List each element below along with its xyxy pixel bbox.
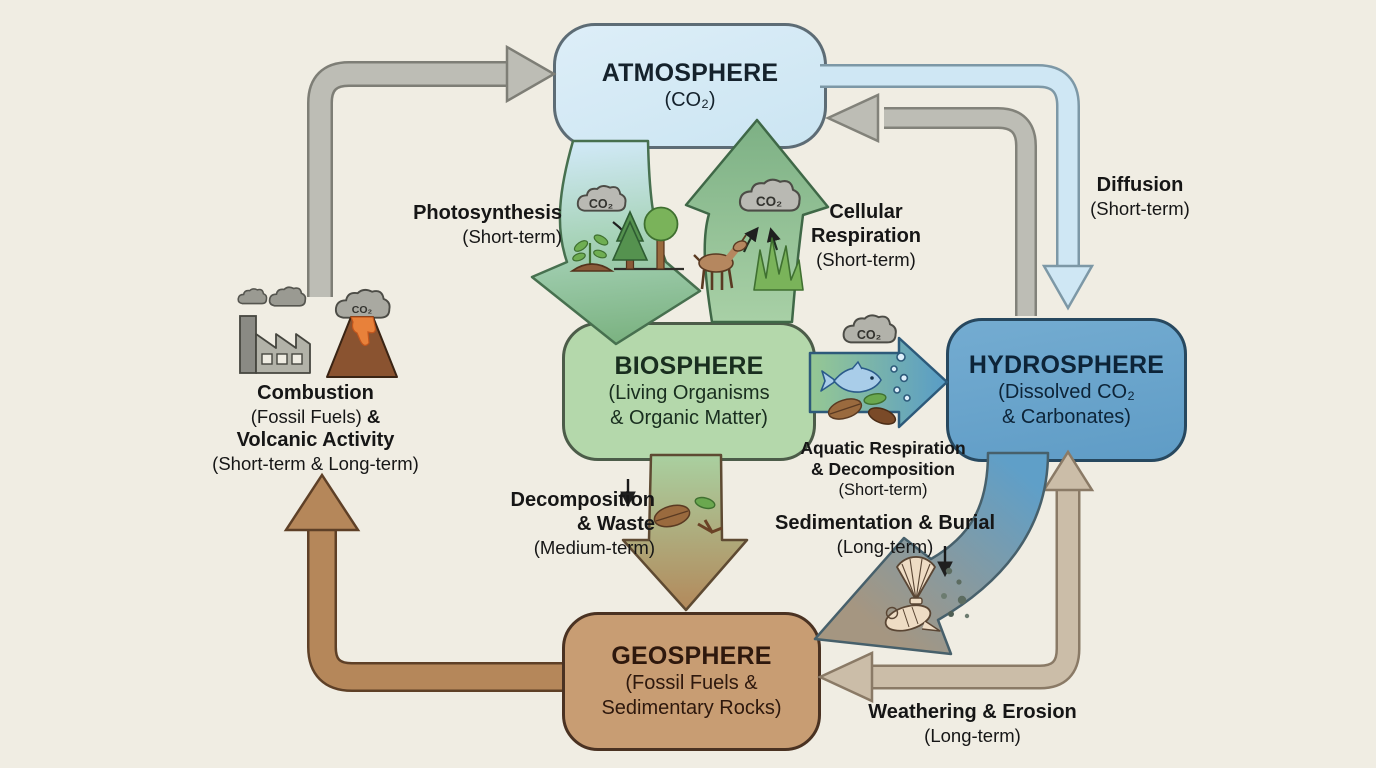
photosynthesis-co2-text: CO₂ [589,197,613,211]
seedling-icon [569,234,615,272]
sinking-leaves-icon [827,393,897,425]
geosphere-subtitle-line1: (Fossil Fuels & [625,672,758,694]
decomposition-leaves-icon [620,479,723,534]
animal-icon [693,234,748,290]
cellular-respiration-label: Cellular Respiration (Short-term) [810,201,922,270]
geosphere-to-combustion-arrow [283,472,562,692]
sediment-dots-icon [941,567,970,619]
atmosphere-title: ATMOSPHERE [601,59,779,87]
shells-icon [884,546,953,632]
combustion-volcanic-label: Combustion (Fossil Fuels) & Volcanic Act… [212,382,419,474]
hydrosphere-subtitle-line2: & Carbonates) [1002,405,1131,428]
respiration-co2-text: CO₂ [756,194,782,209]
aquatic-respiration-label: Aquatic Respiration & Decomposition (Sho… [800,438,966,499]
volcano-co2-text: CO₂ [352,304,373,316]
photosynthesis-label: Photosynthesis (Short-term) [413,202,562,247]
sedimentation-arrow [813,451,1050,656]
factory-icon [237,286,311,374]
hydrosphere-box: HYDROSPHERE (Dissolved CO₂ & Carbonates) [946,318,1187,462]
respiration-co2-cloud-icon: CO₂ [738,178,801,253]
hydrosphere-subtitle-line1: (Dissolved CO₂ [998,380,1135,403]
hydrosphere-title: HYDROSPHERE [968,350,1165,379]
biosphere-subtitle-line1: (Living Organisms [608,382,770,404]
trees-icon [611,206,684,271]
diffusion-label: Diffusion (Short-term) [1090,174,1190,219]
atmosphere-box: ATMOSPHERE (CO₂) [553,23,827,149]
bubbles-icon [890,352,911,402]
grass-icon [753,237,804,291]
aquatic-co2-text: CO₂ [857,328,881,342]
volcano-icon: CO₂ [326,288,398,378]
geosphere-title: GEOSPHERE [611,642,772,670]
fish-icon [820,360,882,393]
decomposition-waste-label: Decomposition & Waste (Medium-term) [510,489,655,558]
geosphere-subtitle-line2: Sedimentary Rocks) [601,697,782,719]
photosynthesis-arrow [530,139,702,346]
weathering-erosion-arrow [817,449,1095,703]
combustion-to-atmosphere-arrow [307,44,557,297]
sedimentation-burial-label: Sedimentation & Burial (Long-term) [774,512,996,557]
biosphere-subtitle-line2: & Organic Matter) [610,407,768,429]
decomposition-arrow [621,453,749,612]
diffusion-up-arrow [825,93,1037,316]
weathering-erosion-label: Weathering & Erosion (Long-term) [868,701,1077,746]
atmosphere-subtitle: (CO₂) [664,89,716,111]
geosphere-box: GEOSPHERE (Fossil Fuels & Sedimentary Ro… [562,612,821,751]
aquatic-co2-cloud-icon: CO₂ [842,314,897,344]
diffusion-down-arrow [820,64,1095,311]
biosphere-title: BIOSPHERE [614,352,764,380]
